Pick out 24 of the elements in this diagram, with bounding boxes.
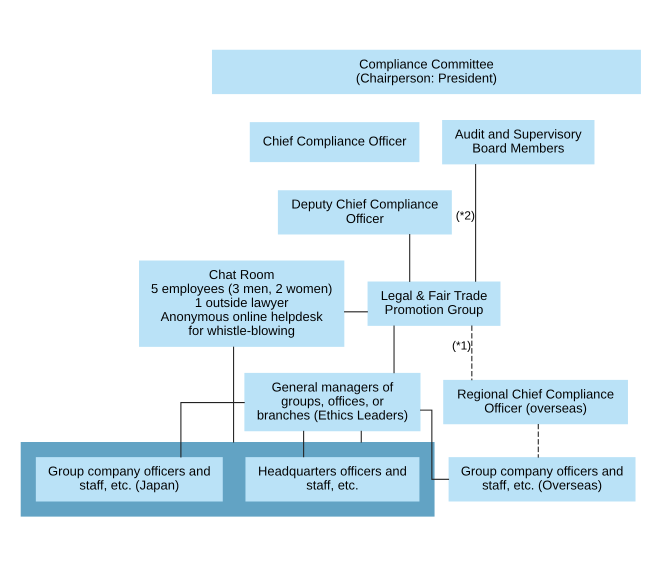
node-box: Group company officers and staff, etc. (Overseas) [448, 456, 636, 501]
edge-label: (*2) [456, 208, 475, 222]
cluster [20, 442, 435, 516]
connector [394, 325, 395, 373]
edge-label: (*1) [452, 338, 472, 352]
connector [344, 310, 368, 312]
node-box: General managers of groups, offices, or branches (Ethics Leaders) [244, 372, 420, 431]
node-box: Audit and Supervisory Board Members [442, 120, 594, 164]
node-box: Legal & Fair Trade Promotion Group [368, 281, 500, 326]
node-box: Deputy Chief Compliance Officer [278, 190, 452, 234]
connector [475, 163, 476, 282]
node-box: Regional Chief Compliance Officer (overseas) [443, 379, 628, 424]
connector [538, 423, 539, 458]
connector [233, 346, 234, 442]
node-box: Chat Room 5 employees (3 men, 2 women) 1 outside lawyer Anonymous online helpdesk for whistle-blowing [139, 260, 344, 346]
node-box: Group company officers and staff, etc. (Japan) [36, 456, 223, 501]
connector [471, 325, 472, 380]
connector [409, 234, 410, 282]
connector [360, 430, 362, 442]
connector [180, 402, 245, 457]
connector [303, 430, 304, 457]
node-box: Headquarters officers and staff, etc. [245, 456, 420, 501]
node-box: Compliance Committee (Chairperson: President) [212, 49, 641, 94]
node-box: Chief Compliance Officer [250, 122, 420, 162]
